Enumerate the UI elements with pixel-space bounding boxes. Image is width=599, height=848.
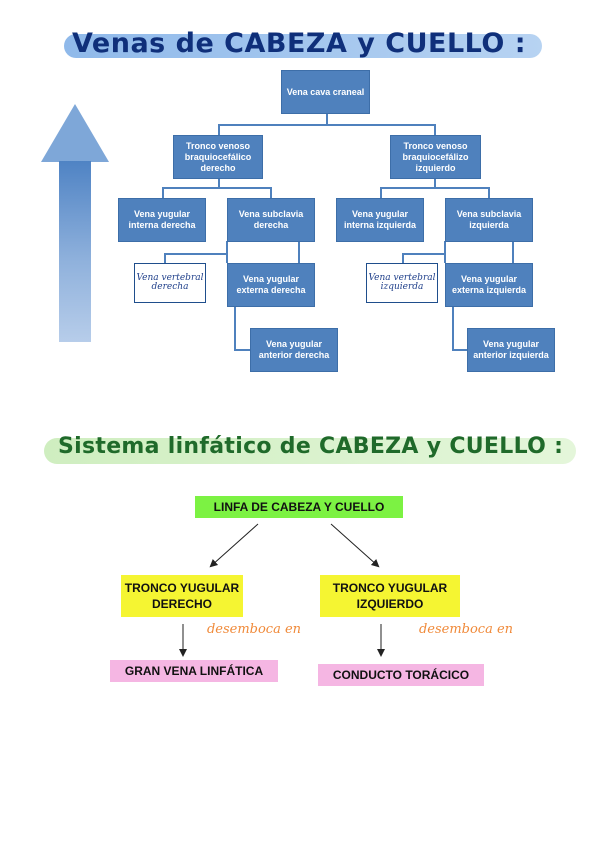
node-yugular-anterior-izquierda: Vena yugular anterior izquierda bbox=[467, 328, 555, 372]
title-banner-venas bbox=[64, 34, 542, 58]
node-vena-cava-craneal: Vena cava craneal bbox=[281, 70, 370, 114]
connector bbox=[218, 178, 220, 188]
node-tronco-braquiocefalico-izquierdo: Tronco venoso braquiocefálizo izquierdo bbox=[390, 135, 481, 179]
node-yugular-externa-derecha: Vena yugular externa derecha bbox=[227, 263, 315, 307]
connector bbox=[162, 187, 164, 199]
arrow-root-to-right bbox=[330, 523, 380, 568]
node-subclavia-derecha: Vena subclavia derecha bbox=[227, 198, 315, 242]
connector bbox=[164, 253, 228, 255]
node-tronco-yugular-derecho: TRONCO YUGULAR DERECHO bbox=[121, 575, 243, 617]
node-yugular-externa-izquierda: Vena yugular externa izquierda bbox=[445, 263, 533, 307]
connector bbox=[162, 187, 272, 189]
connector bbox=[164, 253, 166, 263]
tronco-yugular-izquierdo-label: TRONCO YUGULAR IZQUIERDO bbox=[332, 581, 448, 611]
node-subclavia-izquierda: Vena subclavia izquierda bbox=[445, 198, 533, 242]
linfatico-title: Sistema linfático de CABEZA y CUELLO : bbox=[58, 434, 564, 459]
tronco-yugular-derecho-label: TRONCO YUGULAR DERECHO bbox=[124, 581, 240, 611]
connector bbox=[434, 124, 436, 136]
connector bbox=[380, 187, 382, 199]
connector bbox=[444, 241, 446, 263]
connector bbox=[326, 113, 328, 125]
connector bbox=[218, 124, 436, 126]
up-arrow-icon bbox=[41, 104, 109, 162]
venas-title: Venas de CABEZA y CUELLO : bbox=[72, 28, 527, 59]
connector bbox=[234, 307, 236, 351]
connector bbox=[218, 124, 220, 136]
node-gran-vena-linfatica: GRAN VENA LINFÁTICA bbox=[110, 660, 278, 682]
connector bbox=[402, 253, 404, 263]
connector bbox=[488, 187, 490, 199]
up-arrow-shaft bbox=[59, 161, 91, 342]
connector bbox=[452, 349, 468, 351]
connector bbox=[298, 241, 300, 263]
connector bbox=[452, 307, 454, 351]
node-yugular-anterior-derecha: Vena yugular anterior derecha bbox=[250, 328, 338, 372]
node-conducto-toracico: CONDUCTO TORÁCICO bbox=[318, 664, 484, 686]
node-linfa-cabeza-cuello: LINFA DE CABEZA Y CUELLO bbox=[195, 496, 403, 518]
node-yugular-interna-izquierda: Vena yugular interna izquierda bbox=[336, 198, 424, 242]
node-vertebral-derecha: Vena vertebral derecha bbox=[134, 263, 206, 303]
title-banner-linfatico bbox=[44, 438, 576, 464]
connector bbox=[270, 187, 272, 199]
connector bbox=[512, 241, 514, 263]
note-desemboca-right: desemboca en bbox=[418, 622, 514, 637]
connector bbox=[434, 178, 436, 188]
node-tronco-braquiocefalico-derecho: Tronco venoso braquiocefálico derecho bbox=[173, 135, 263, 179]
node-yugular-interna-derecha: Vena yugular interna derecha bbox=[118, 198, 206, 242]
node-vertebral-izquierda: Vena vertebral izquierda bbox=[366, 263, 438, 303]
note-desemboca-left: desemboca en bbox=[206, 622, 302, 637]
connector bbox=[402, 253, 446, 255]
connector bbox=[234, 349, 250, 351]
arrow-root-to-left bbox=[209, 523, 259, 568]
connector bbox=[380, 187, 490, 189]
connector bbox=[226, 241, 228, 263]
node-tronco-yugular-izquierdo: TRONCO YUGULAR IZQUIERDO bbox=[320, 575, 460, 617]
